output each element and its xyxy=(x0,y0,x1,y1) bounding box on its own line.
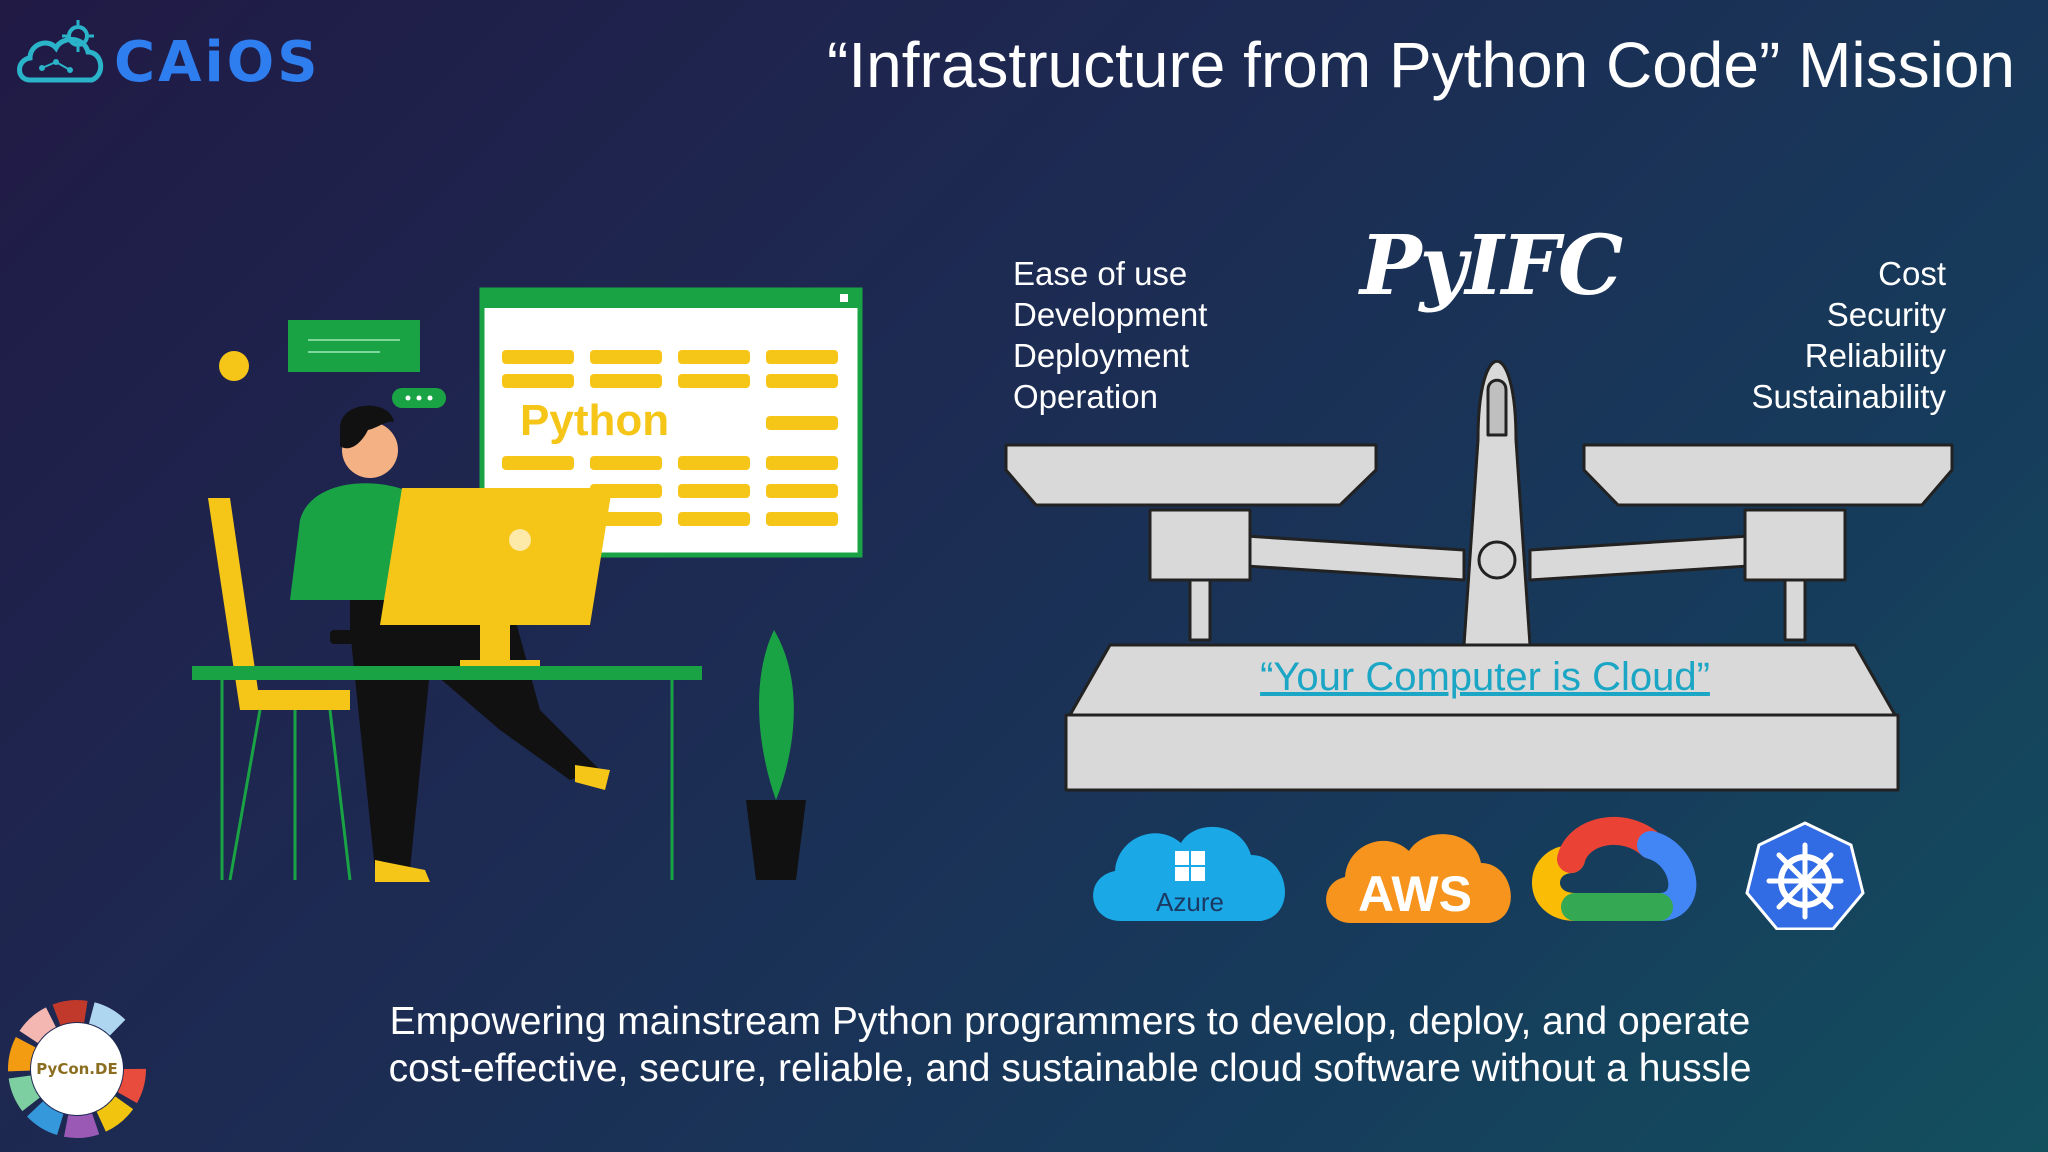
pyifc-brand: PyIFC xyxy=(1360,218,1623,314)
python-screen-label: Python xyxy=(520,396,669,445)
azure-cloud-icon: Azure xyxy=(1093,826,1285,921)
logo-text: CAiOS xyxy=(114,30,321,95)
cloud-providers: Azure AWS xyxy=(1093,817,1865,930)
right-attribute: Sustainability xyxy=(1751,378,1946,415)
developer-illustration: Python xyxy=(192,287,863,882)
pycon-de-badge: PyCon.DE xyxy=(8,1000,146,1138)
azure-label: Azure xyxy=(1156,887,1224,917)
right-attribute: Cost xyxy=(1878,255,1946,292)
monitor xyxy=(380,488,612,625)
desk xyxy=(192,666,702,680)
left-attribute: Deployment xyxy=(1013,337,1190,374)
mission-statement: Empowering mainstream Python programmers… xyxy=(300,998,1840,1092)
left-attribute: Ease of use xyxy=(1013,255,1188,292)
right-attributes: Cost Security Reliability Sustainability xyxy=(1752,253,1946,417)
left-attribute: Development xyxy=(1013,296,1208,333)
kubernetes-icon xyxy=(1745,821,1865,930)
mission-line: Empowering mainstream Python programmers… xyxy=(389,1000,1751,1043)
slide-title: “Infrastructure from Python Code” Missio… xyxy=(827,29,2015,101)
caios-logo-icon xyxy=(17,20,104,83)
google-cloud-icon xyxy=(1532,817,1697,921)
left-attribute: Operation xyxy=(1013,378,1158,415)
your-computer-is-cloud-link[interactable]: “Your Computer is Cloud” xyxy=(1260,655,1710,699)
aws-label: AWS xyxy=(1358,866,1472,922)
message-card-icon xyxy=(288,320,420,372)
pycon-badge-label: PyCon.DE xyxy=(36,1060,117,1078)
aws-cloud-icon: AWS xyxy=(1326,834,1511,923)
balance-scale-icon xyxy=(1004,359,1954,792)
left-attributes: Ease of use Development Deployment Opera… xyxy=(1013,253,1207,417)
yellow-dot-icon xyxy=(219,351,249,381)
mission-line: cost-effective, secure, reliable, and su… xyxy=(388,1047,1752,1090)
right-attribute: Reliability xyxy=(1804,337,1946,374)
plant-icon xyxy=(759,630,794,800)
right-attribute: Security xyxy=(1826,296,1946,333)
